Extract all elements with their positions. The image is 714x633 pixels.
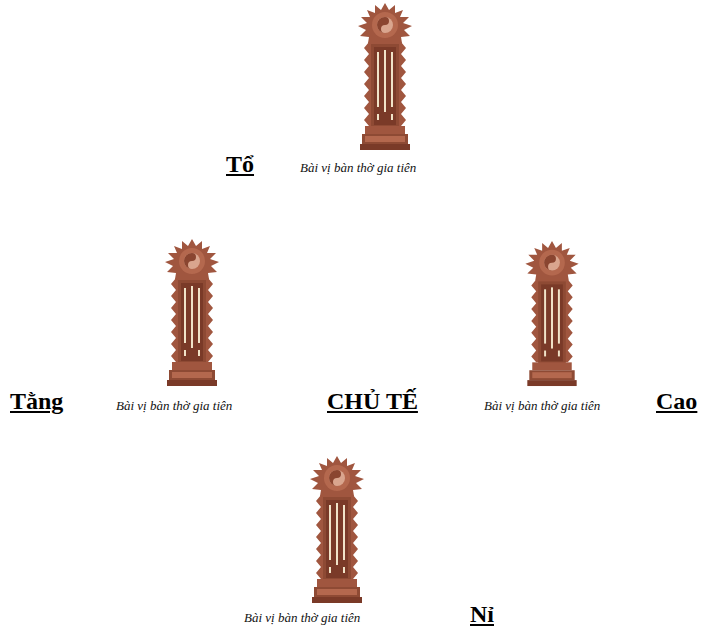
officiant-label: CHỦ TẾ: [327, 387, 418, 416]
ancestor-label: Cao: [656, 387, 697, 416]
tablet-caption: Bài vị bàn thờ gia tiên: [300, 160, 416, 176]
ancestor-label: Tổ: [226, 150, 254, 179]
tablet-caption: Bài vị bàn thờ gia tiên: [116, 398, 232, 414]
ancestor-label: Nỉ: [470, 600, 494, 629]
tablet-caption: Bài vị bàn thờ gia tiên: [244, 610, 360, 626]
ancestor-label: Tằng: [10, 387, 63, 416]
tablet-caption: Bài vị bàn thờ gia tiên: [484, 398, 600, 414]
